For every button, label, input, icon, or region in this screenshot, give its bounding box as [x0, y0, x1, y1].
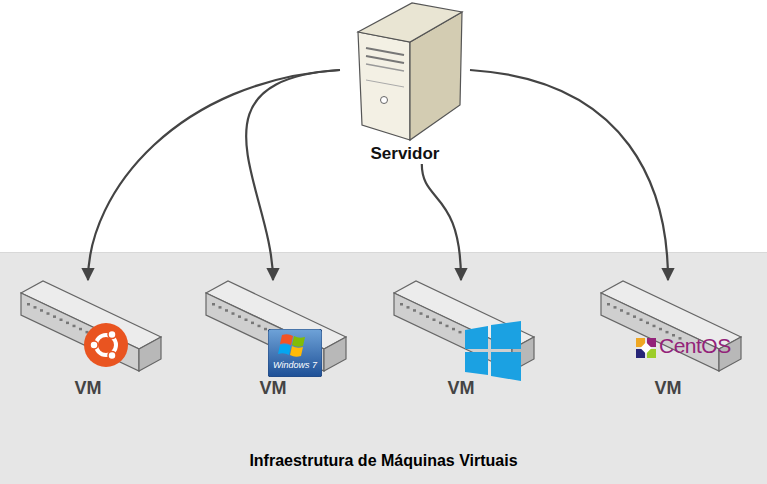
windows7-logo-text: Windows 7 — [268, 360, 322, 370]
vm-label: VM — [593, 378, 743, 399]
vm-infrastructure-band: Infraestrutura de Máquinas Virtuais VM VM W… — [0, 252, 767, 484]
server-icon — [340, 0, 470, 142]
ubuntu-logo — [83, 322, 129, 368]
vm-label: VM — [198, 378, 348, 399]
band-title: Infraestrutura de Máquinas Virtuais — [0, 452, 767, 470]
vm-label: VM — [386, 378, 536, 399]
vm-node: VM — [13, 279, 163, 399]
centos-logo-text: CentOS — [659, 334, 731, 358]
windows-logo — [465, 321, 521, 381]
server-label: Servidor — [340, 144, 470, 164]
vm-node: VM Windows 7 — [198, 279, 348, 399]
vm-node: VM CentOS — [593, 279, 743, 399]
vm-appliance-icon — [13, 279, 163, 374]
vm-appliance-icon — [593, 279, 743, 374]
server-node: Servidor — [340, 0, 470, 164]
connector-arrow — [88, 70, 340, 280]
connector-arrow — [246, 70, 340, 280]
vm-node: VM — [386, 279, 536, 399]
vm-label: VM — [13, 378, 163, 399]
connector-arrow — [470, 70, 668, 280]
centos-logo — [635, 337, 657, 359]
